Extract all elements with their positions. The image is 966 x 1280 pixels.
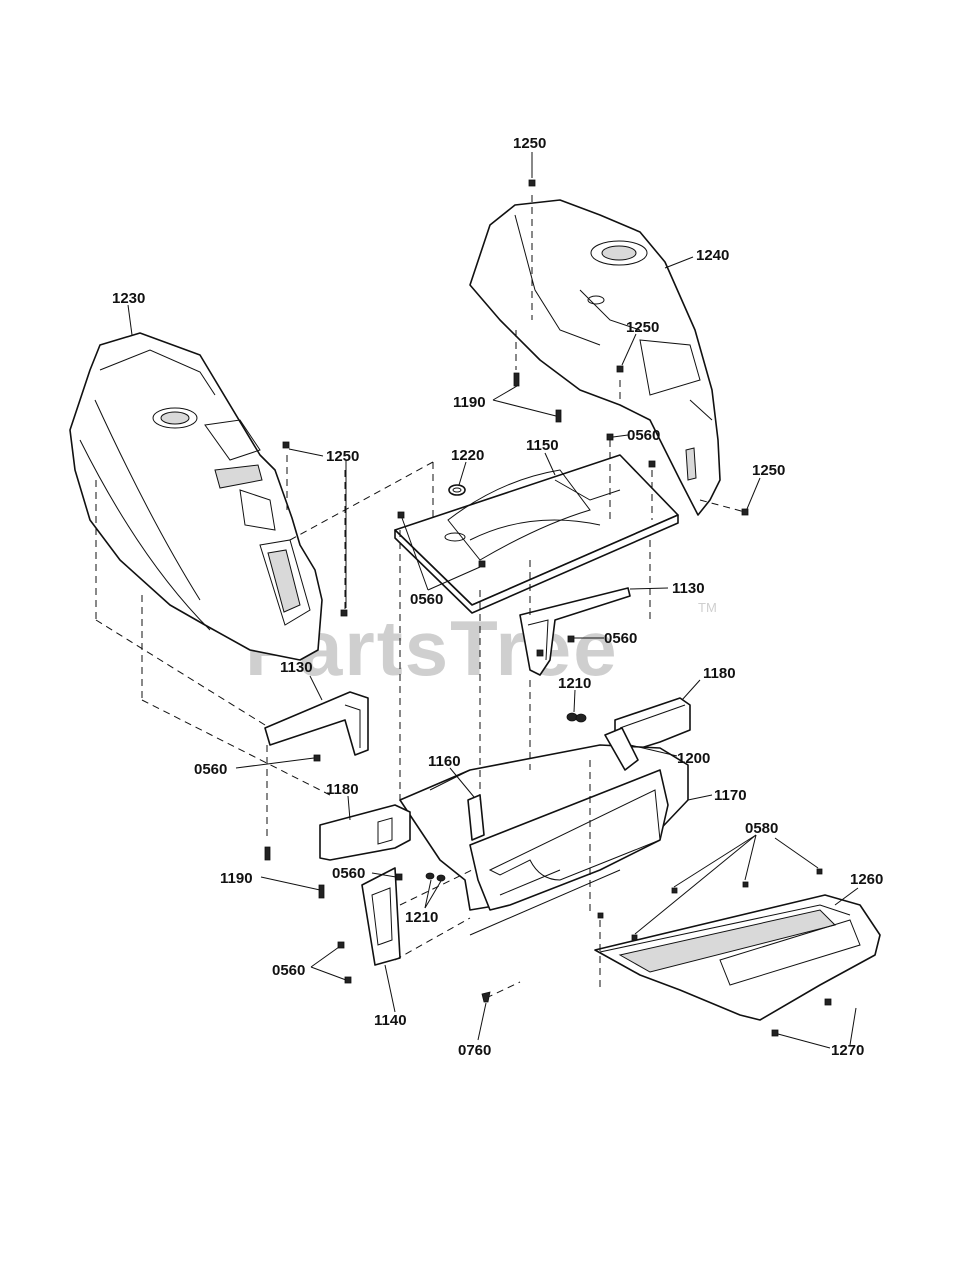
part-1140-side-plate[interactable] (361, 867, 401, 966)
label-1130-right: 1130 (672, 580, 705, 597)
bolt-0560-f (536, 649, 544, 657)
part-1130-left-bracket[interactable] (264, 691, 369, 756)
label-1130-left: 1130 (280, 659, 313, 676)
bolt-1250-left (282, 441, 290, 449)
alignment-lines (95, 195, 746, 999)
part-1130-right-bracket[interactable] (519, 587, 631, 676)
label-1260: 1260 (850, 871, 883, 888)
label-1220: 1220 (451, 447, 484, 464)
bolt-1190-a (513, 372, 520, 387)
nut-1210-c (425, 872, 435, 880)
bolt-1190-c (264, 846, 271, 861)
part-1170-main-frame[interactable] (399, 744, 689, 936)
bolt-1250-mid (616, 365, 624, 373)
label-0580: 0580 (745, 820, 778, 837)
screw-0580-a (671, 887, 678, 894)
label-1210-top: 1210 (558, 675, 591, 692)
part-1240-right-shroud[interactable] (469, 199, 721, 516)
label-0560-left: 0560 (194, 761, 227, 778)
bolt-1270-a (824, 998, 832, 1006)
part-1230-left-shroud[interactable] (69, 332, 323, 661)
label-0560-right: 0560 (604, 630, 637, 647)
label-1250-right: 1250 (752, 462, 785, 479)
label-1190-bottom: 1190 (220, 870, 253, 887)
label-1210-bottom: 1210 (405, 909, 438, 926)
label-0560-top: 0560 (627, 427, 660, 444)
screw-0580-b (742, 881, 749, 888)
label-1150: 1150 (526, 437, 559, 454)
label-1250-mid: 1250 (626, 319, 659, 336)
label-1190-top: 1190 (453, 394, 486, 411)
label-1140: 1140 (374, 1012, 407, 1029)
bolt-0560-a (606, 433, 614, 441)
bolt-0560-e (567, 635, 575, 643)
label-1270: 1270 (831, 1042, 864, 1059)
part-1200-bracket[interactable] (604, 727, 639, 771)
bolt-1250-top (528, 179, 536, 187)
part-labels: 1250 1240 1250 1230 1190 1250 1220 1150 … (112, 135, 883, 1059)
nut-1210-a (566, 712, 578, 722)
label-1180-right: 1180 (703, 665, 736, 682)
label-1230: 1230 (112, 290, 145, 307)
bolt-0560-h (395, 873, 403, 881)
bolt-0760 (481, 991, 491, 1003)
label-1180-left: 1180 (326, 781, 359, 798)
fasteners (264, 179, 832, 1037)
label-1200: 1200 (677, 750, 710, 767)
label-0760: 0760 (458, 1042, 491, 1059)
watermark-trademark: TM (698, 600, 717, 615)
bolt-1250-right (741, 508, 749, 516)
label-1250-top: 1250 (513, 135, 546, 152)
screw-0580-c (631, 934, 638, 941)
bolt-1250-left-lower (340, 609, 348, 617)
leader-lines (127, 152, 859, 1049)
part-1180-left-bracket[interactable] (319, 804, 411, 861)
bolt-0560-d (478, 560, 486, 568)
nut-1210-d (436, 874, 446, 882)
label-1240: 1240 (696, 247, 729, 264)
screw-0580-e (597, 912, 604, 919)
label-0560-bottom: 0560 (272, 962, 305, 979)
part-1260-footrest[interactable] (594, 894, 881, 1021)
part-1160-bracket[interactable] (467, 794, 485, 841)
screw-0580-d (816, 868, 823, 875)
part-1150-deck-plate[interactable] (394, 454, 679, 614)
nut-1210-b (575, 713, 587, 723)
bolt-1190-b (555, 409, 562, 423)
label-1250-left: 1250 (326, 448, 359, 465)
bolt-0560-i (337, 941, 345, 949)
bolt-1270-b (771, 1029, 779, 1037)
bolt-0560-g (313, 754, 321, 762)
bolt-1190-d (318, 884, 325, 899)
part-1220-washer[interactable] (448, 484, 466, 496)
bolt-0560-b (648, 460, 656, 468)
label-1170: 1170 (714, 787, 747, 804)
label-1160: 1160 (428, 753, 461, 770)
label-0560-frame: 0560 (332, 865, 365, 882)
bolt-0560-c (397, 511, 405, 519)
label-0560-deck: 0560 (410, 591, 443, 608)
